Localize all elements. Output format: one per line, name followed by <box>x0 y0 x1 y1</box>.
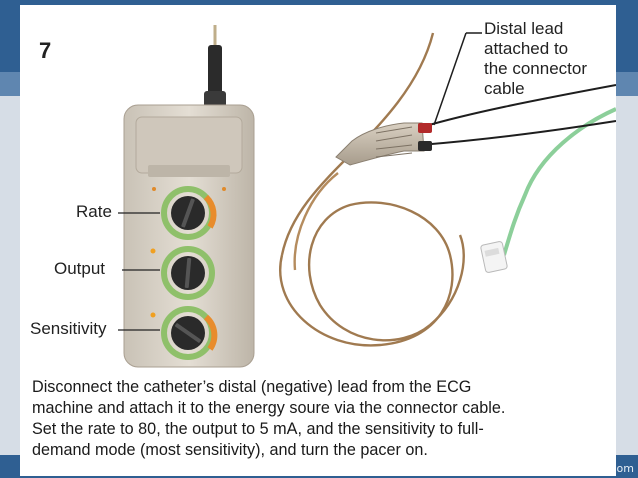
callout-leader <box>433 32 467 126</box>
caption-line: Set the rate to 80, the output to 5 mA, … <box>32 420 484 438</box>
green-cable <box>502 107 616 256</box>
callout-line: attached to <box>484 39 569 58</box>
callout-line: the connector <box>484 59 588 78</box>
output-label: Output <box>54 259 106 278</box>
caption-line: Disconnect the catheter’s distal (negati… <box>32 378 472 396</box>
caption-line: demand mode (most sensitivity), and turn… <box>32 441 428 459</box>
sensitivity-dial-icon <box>161 306 218 360</box>
output-dial-icon <box>161 246 215 300</box>
rate-dial-icon <box>161 186 217 240</box>
illustration <box>118 25 616 368</box>
label-leaders <box>118 212 160 331</box>
distal-lead-callout: Distal lead attached to the connector ca… <box>484 19 587 99</box>
callout-line: Distal lead <box>484 19 564 38</box>
instruction-card: 7 Rate Output Sensitivity Distal lead at… <box>20 5 616 476</box>
instruction-caption: Disconnect the catheter’s distal (negati… <box>32 377 616 461</box>
connector-plug-icon <box>335 122 432 166</box>
green-cable-connector-icon <box>480 241 508 273</box>
sensitivity-label: Sensitivity <box>30 319 107 338</box>
coiled-cable-icon <box>279 32 465 347</box>
caption-line: machine and attach it to the energy sour… <box>32 399 506 417</box>
callout-line: cable <box>484 79 525 98</box>
step-number: 7 <box>39 38 52 63</box>
rate-label: Rate <box>76 202 112 221</box>
lead-wires <box>419 84 616 146</box>
corner-text: com <box>610 462 635 475</box>
